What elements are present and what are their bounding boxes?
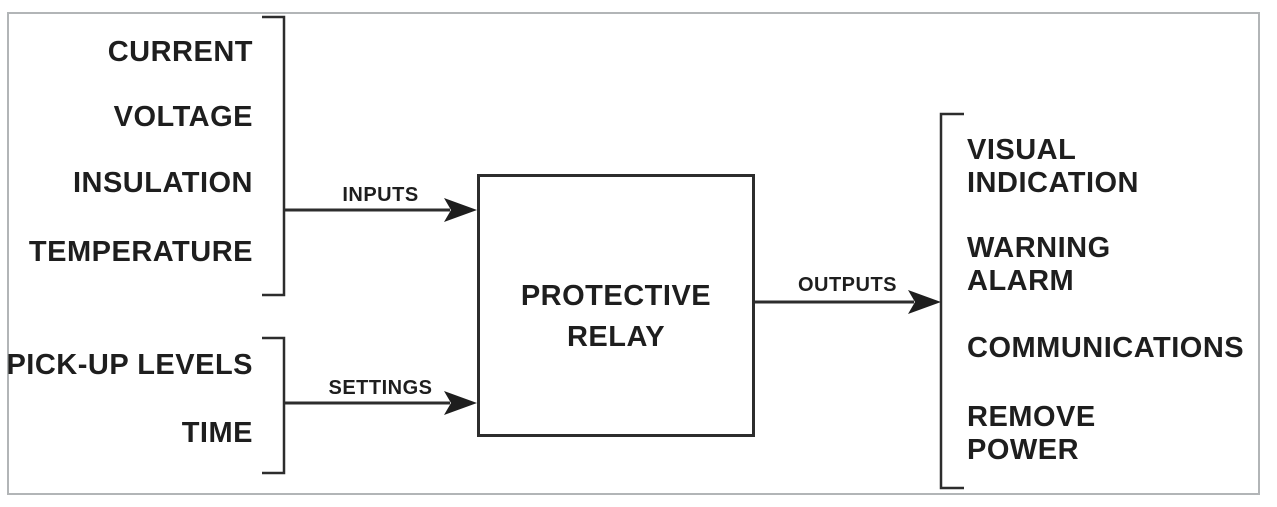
output-remove-power-label: REMOVE POWER bbox=[967, 401, 1096, 466]
input-temperature-label: TEMPERATURE bbox=[28, 236, 253, 268]
inputs-arrowhead-icon bbox=[444, 198, 477, 222]
outputs-arrowhead-icon bbox=[908, 290, 941, 314]
output-visual-indication-label: VISUAL INDICATION bbox=[967, 134, 1140, 199]
settings-bracket bbox=[262, 336, 286, 475]
inputs-bracket bbox=[262, 15, 286, 297]
diagram-frame bbox=[7, 12, 1260, 495]
outputs-bracket bbox=[939, 112, 964, 490]
inputs-arrow-caption: INPUTS bbox=[342, 184, 419, 206]
input-voltage-label: VOLTAGE bbox=[113, 101, 253, 133]
relay-box bbox=[477, 174, 755, 437]
input-insulation-label: INSULATION bbox=[72, 167, 253, 199]
settings-arrowhead-icon bbox=[444, 391, 477, 415]
output-communications-label: COMMUNICATIONS bbox=[967, 332, 1245, 364]
output-warning-alarm-label: WARNING ALARM bbox=[967, 232, 1111, 297]
outputs-arrow-caption: OUTPUTS bbox=[797, 274, 898, 296]
settings-arrow-caption: SETTINGS bbox=[328, 377, 433, 399]
relay-box-label: PROTECTIVE RELAY bbox=[520, 280, 712, 353]
settings-time-label: TIME bbox=[181, 417, 253, 449]
settings-pickup-levels-label: PICK-UP LEVELS bbox=[6, 349, 253, 381]
input-current-label: CURRENT bbox=[107, 36, 253, 68]
